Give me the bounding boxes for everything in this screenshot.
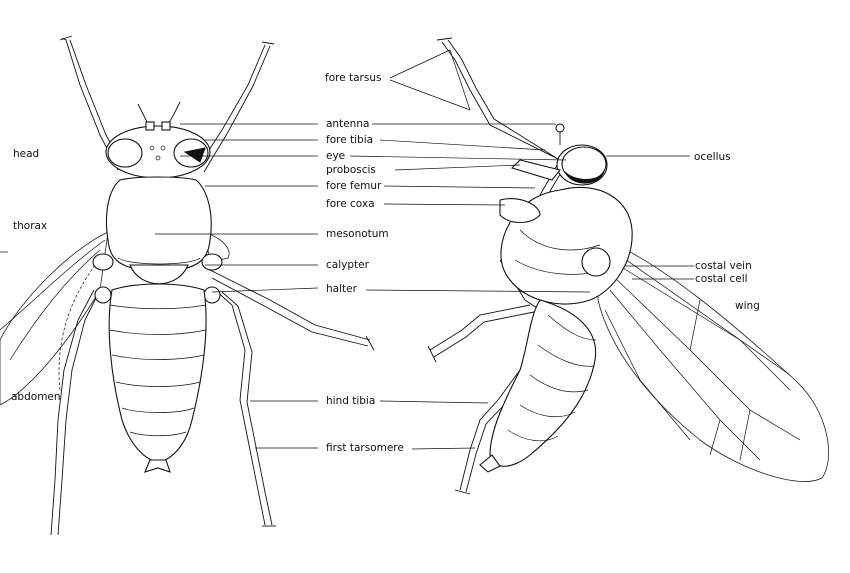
label-antenna: antenna (326, 118, 369, 130)
lateral-proboscis (510, 159, 561, 181)
dorsal-left-hindleg (50, 289, 101, 536)
label-wing: wing (735, 300, 760, 312)
label-abdomen: abdomen (11, 391, 61, 403)
dorsal-right-midleg (209, 269, 371, 347)
label-fore-tibia: fore tibia (326, 134, 373, 146)
label-ocellus: ocellus (694, 151, 731, 163)
lateral-view-fly (427, 37, 829, 495)
lateral-midleg (429, 304, 535, 358)
label-fore-coxa: fore coxa (326, 198, 375, 210)
label-thorax: thorax (13, 220, 47, 232)
label-eye: eye (326, 150, 345, 162)
dorsal-right-hindleg (214, 289, 273, 526)
label-costal-cell: costal cell (695, 273, 748, 285)
label-halter: halter (326, 283, 358, 295)
label-first-tarsomere: first tarsomere (326, 442, 404, 454)
dorsal-antennae (137, 101, 181, 129)
leader-lines (0, 49, 694, 450)
label-fore-tarsus: fore tarsus (325, 72, 381, 84)
dorsal-left-eye (107, 138, 143, 168)
lateral-wing (597, 237, 829, 482)
dorsal-view-fly (0, 35, 375, 536)
label-hind-tibia: hind tibia (326, 395, 375, 407)
label-proboscis: proboscis (326, 164, 376, 176)
labels: head thorax abdomen fore tarsus antenna … (11, 72, 760, 454)
label-mesonotum: mesonotum (326, 228, 389, 240)
dorsal-abdomen (108, 283, 207, 463)
label-head: head (13, 148, 39, 160)
dorsal-left-wing (0, 231, 109, 406)
label-fore-femur: fore femur (326, 180, 382, 192)
label-calypter: calypter (326, 259, 370, 271)
label-costal-vein: costal vein (695, 260, 752, 272)
dorsal-thorax (105, 176, 212, 273)
